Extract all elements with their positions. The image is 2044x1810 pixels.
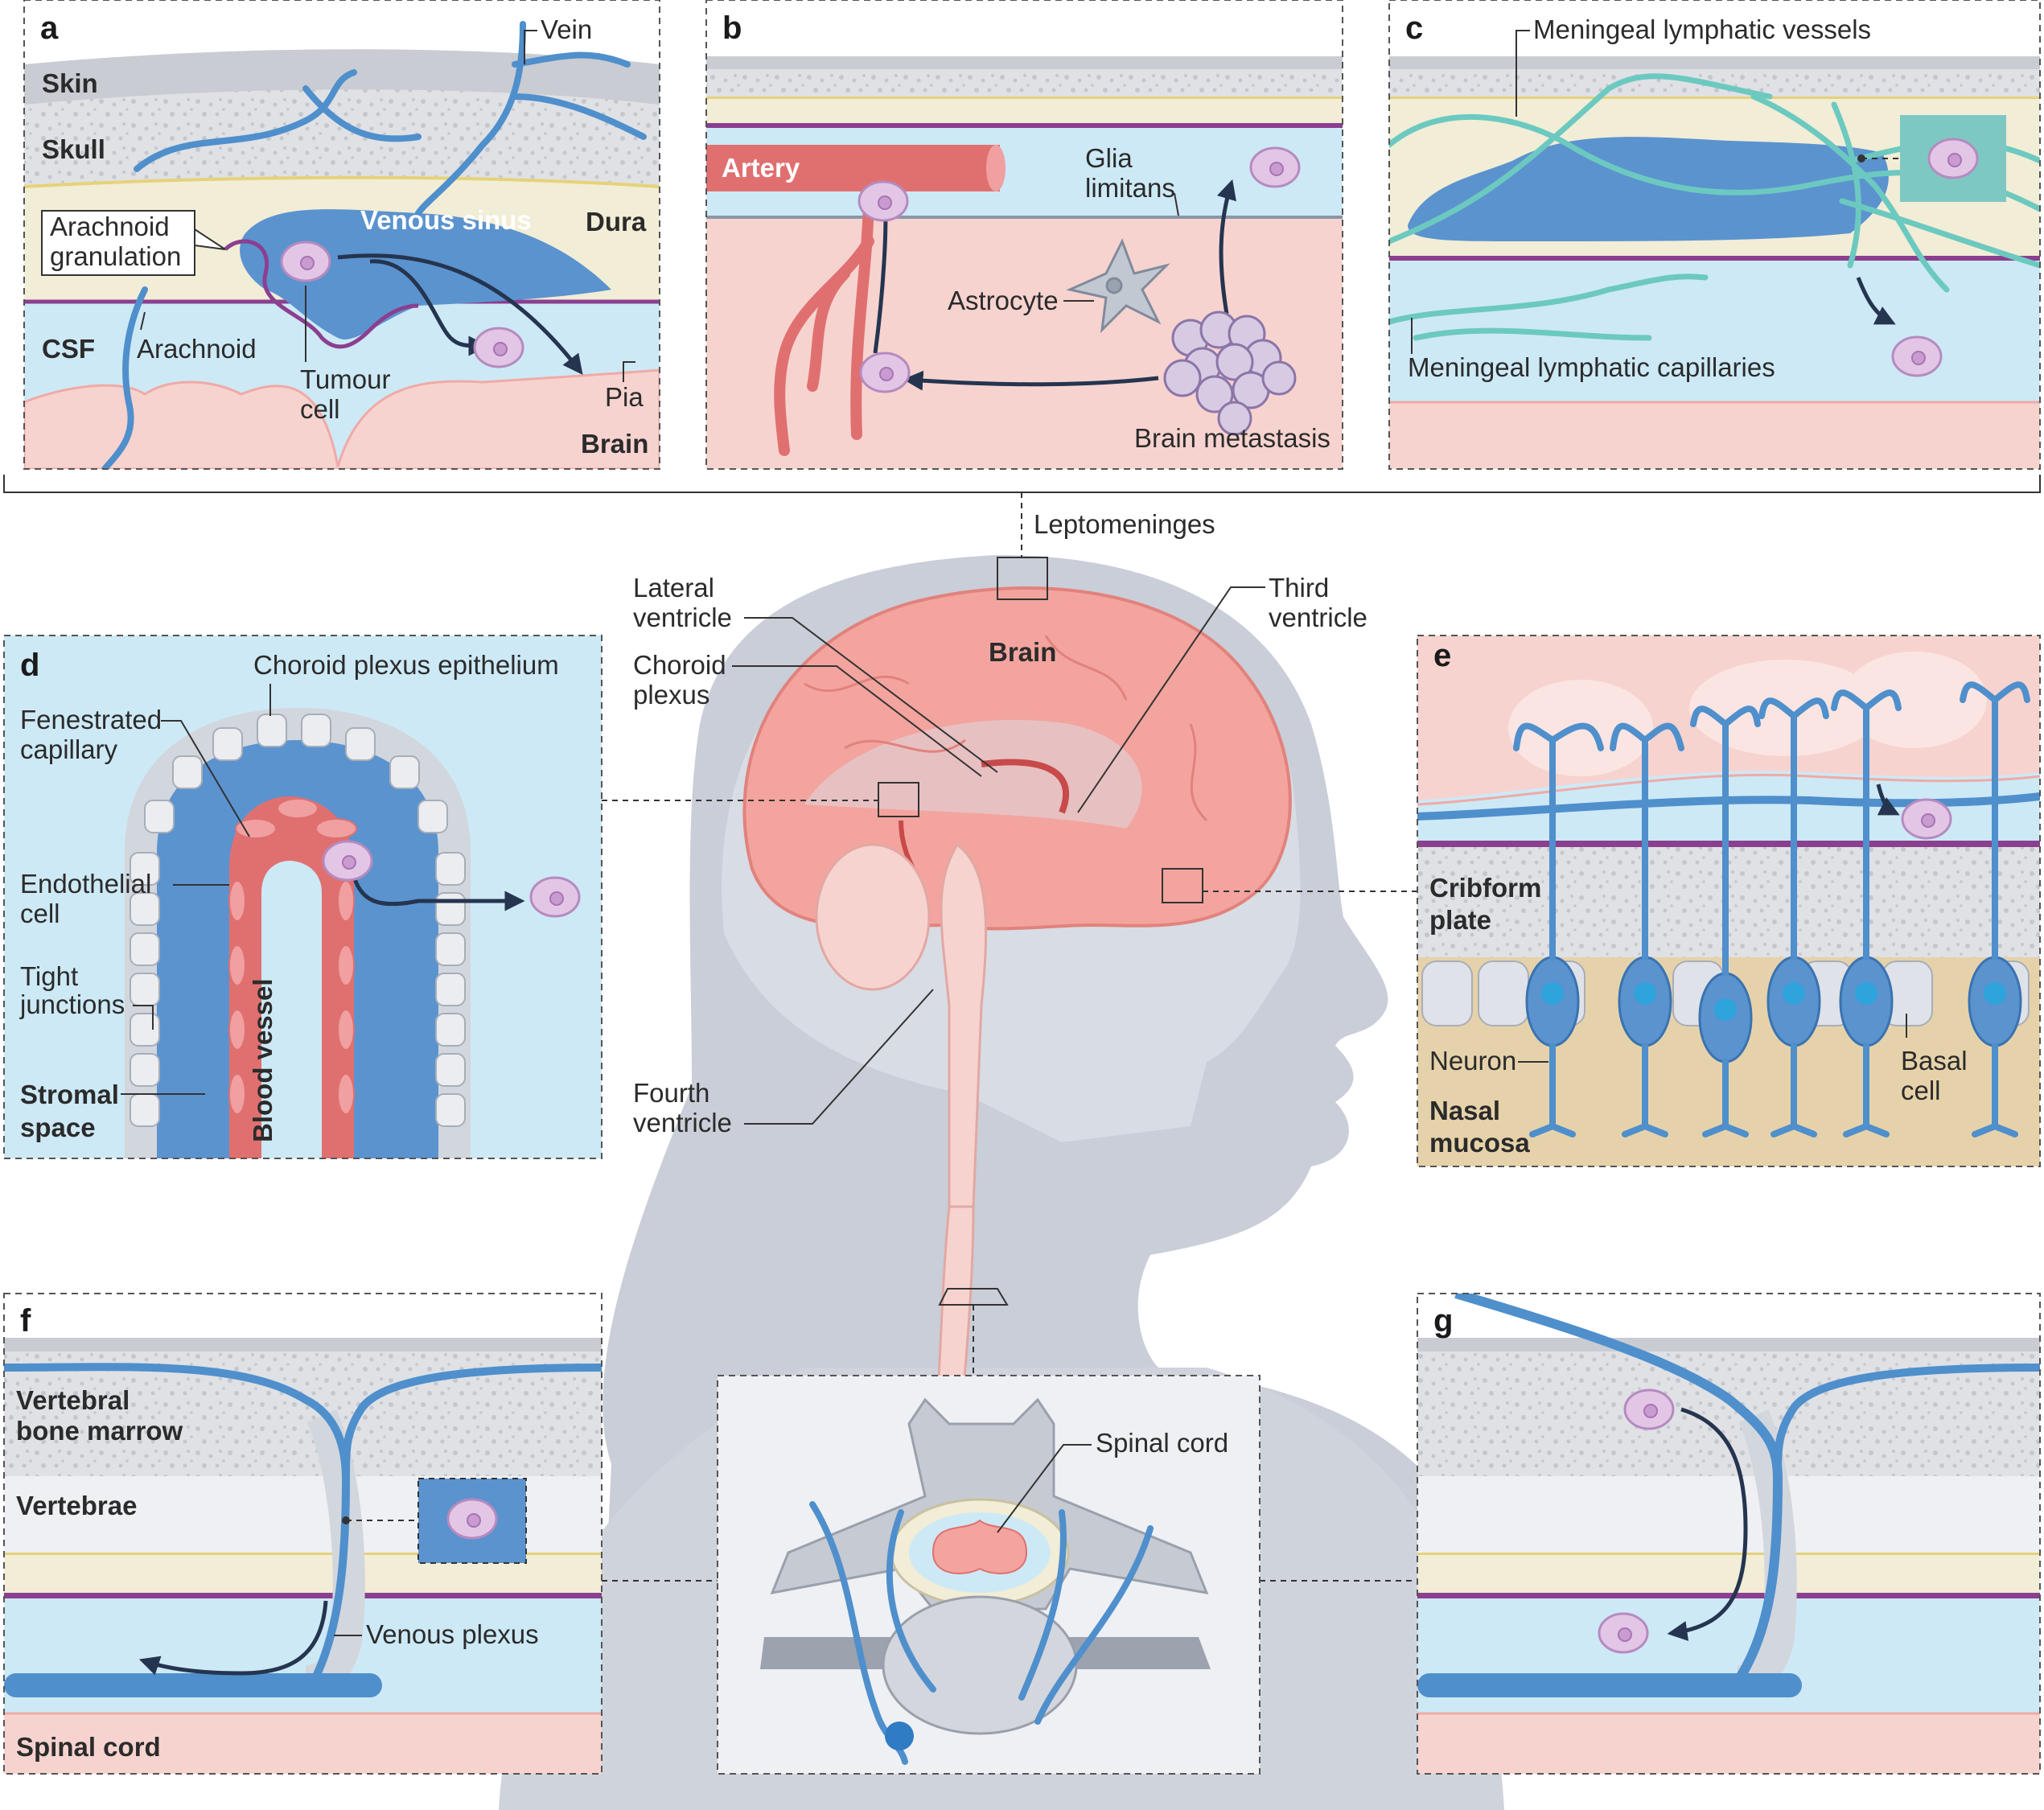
stromal-space-label-2: space: [20, 1113, 96, 1142]
third-ventricle-label-2: ventricle: [1269, 603, 1367, 632]
meningeal-lymphatic-vessels-label: Meningeal lymphatic vessels: [1533, 14, 1871, 44]
endothelial-cell-label-1: Endothelial: [20, 869, 151, 899]
panel-g: g: [1417, 1293, 2041, 1775]
stromal-space-label-1: Stromal: [20, 1080, 119, 1109]
tumour-cell-label-1: Tumour: [300, 364, 390, 394]
spinal-zoom-box: [938, 1288, 1009, 1306]
csf-label: CSF: [42, 334, 95, 364]
skull-label: Skull: [42, 134, 105, 164]
spinal-cord-label: Spinal cord: [1096, 1428, 1228, 1458]
basal-cell-label-2: cell: [1901, 1076, 1941, 1105]
panel-c: c Meningeal lymphatic vessels Meningeal …: [1388, 0, 2041, 470]
dura-label: Dura: [586, 207, 647, 237]
vertebral-bone-marrow-label-2: bone marrow: [16, 1416, 183, 1446]
meningeal-lymphatic-capillaries-label: Meningeal lymphatic capillaries: [1408, 352, 1775, 382]
center-labels: Lateral ventricle Choroid plexus Brain T…: [633, 573, 1367, 1137]
venous-sinus-label: Venous sinus: [360, 205, 532, 235]
panel-b-letter: b: [722, 10, 742, 46]
endothelial-cell-label-2: cell: [20, 899, 60, 928]
cribform-zoom-box: [1162, 868, 1203, 903]
nasal-mucosa-label-1: Nasal: [1429, 1096, 1500, 1125]
fourth-ventricle-label-1: Fourth: [633, 1078, 709, 1108]
tumour-cell-label-2: cell: [300, 394, 340, 424]
choroid-plexus-label-1: Choroid: [633, 650, 726, 680]
panel-f-letter: f: [20, 1303, 31, 1339]
arachnoid-label: Arachnoid: [137, 334, 257, 364]
choroid-plexus-epithelium-label: Choroid plexus epithelium: [253, 650, 559, 680]
brain-label: Brain: [989, 637, 1056, 667]
basal-cell-label-1: Basal: [1901, 1046, 1968, 1076]
cribform-plate-label-1: Cribform: [1429, 873, 1541, 903]
vertebral-bone-marrow-label-1: Vertebral: [16, 1385, 130, 1415]
leptomeninges-bracket: [3, 475, 2041, 493]
skin-label: Skin: [42, 68, 98, 98]
astrocyte-label: Astrocyte: [948, 286, 1059, 315]
brain: [742, 586, 1292, 1208]
spinal-cross-section-panel: Spinal cord: [717, 1375, 1261, 1775]
venous-plexus-label: Venous plexus: [366, 1619, 539, 1649]
third-ventricle-label-1: Third: [1269, 573, 1329, 603]
blood-vessel-label: Blood vessel: [248, 978, 278, 1142]
panel-d: d Choroid plexus epithelium Fenestrated …: [3, 635, 603, 1159]
panel-a-brain-label: Brain: [581, 429, 648, 459]
choroid-plexus-label-2: plexus: [633, 680, 709, 710]
panel-c-letter: c: [1405, 10, 1423, 46]
panel-f: f Vertebral bone marrow Vertebrae Venous…: [3, 1293, 603, 1775]
panel-f-spinal-cord-label: Spinal cord: [16, 1732, 161, 1762]
cribform-plate-label-2: plate: [1429, 905, 1491, 935]
tight-junctions-label-2: junctions: [19, 989, 125, 1019]
arachnoid-granulation-label-1: Arachnoid: [50, 212, 170, 241]
artery-label: Artery: [722, 153, 800, 183]
panel-g-letter: g: [1433, 1303, 1453, 1339]
panel-a-letter: a: [40, 10, 59, 46]
glia-limitans-label-2: limitans: [1085, 173, 1175, 203]
panel-b: b Artery Glia limitans Astrocyte Brain m…: [705, 0, 1343, 470]
fenestrated-capillary-label-1: Fenestrated: [20, 705, 162, 734]
pia-label: Pia: [605, 382, 644, 412]
panel-e: e Cribform plate Neuron Basal cell Nasal…: [1417, 635, 2041, 1167]
fenestrated-capillary-label-2: capillary: [20, 734, 118, 764]
leptomeninges-label: Leptomeninges: [1034, 509, 1215, 539]
panel-e-letter: e: [1433, 638, 1451, 673]
neuron-label: Neuron: [1429, 1046, 1516, 1076]
nasal-mucosa-label-2: mucosa: [1429, 1128, 1530, 1158]
lateral-ventricle-label-2: ventricle: [633, 603, 732, 632]
vertebrae-label: Vertebrae: [16, 1491, 137, 1520]
fourth-ventricle-label-2: ventricle: [633, 1108, 732, 1137]
glia-limitans-label-1: Glia: [1085, 143, 1133, 173]
panel-a: a Vein Skin Skull Arachnoid granulation …: [23, 0, 660, 470]
arachnoid-granulation-label-2: granulation: [50, 241, 181, 271]
lateral-ventricle-label-1: Lateral: [633, 573, 714, 603]
panel-d-letter: d: [20, 648, 39, 683]
brain-metastasis-label: Brain metastasis: [1134, 423, 1330, 453]
tight-junctions-label-1: Tight: [20, 961, 78, 991]
vein-label: Vein: [541, 14, 592, 44]
